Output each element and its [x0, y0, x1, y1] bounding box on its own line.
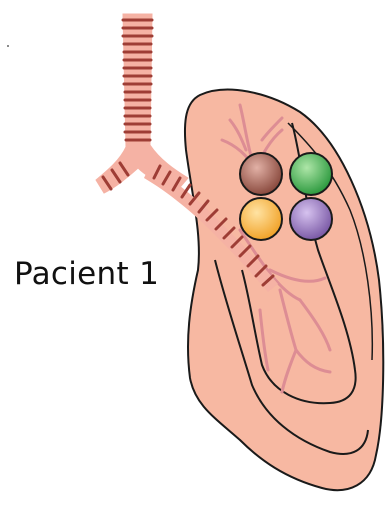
green-marker	[290, 153, 332, 195]
orange-marker	[240, 198, 282, 240]
brown-marker	[240, 153, 282, 195]
patient-label: Pacient 1	[14, 256, 159, 292]
speck	[7, 45, 9, 47]
purple-marker	[290, 198, 332, 240]
